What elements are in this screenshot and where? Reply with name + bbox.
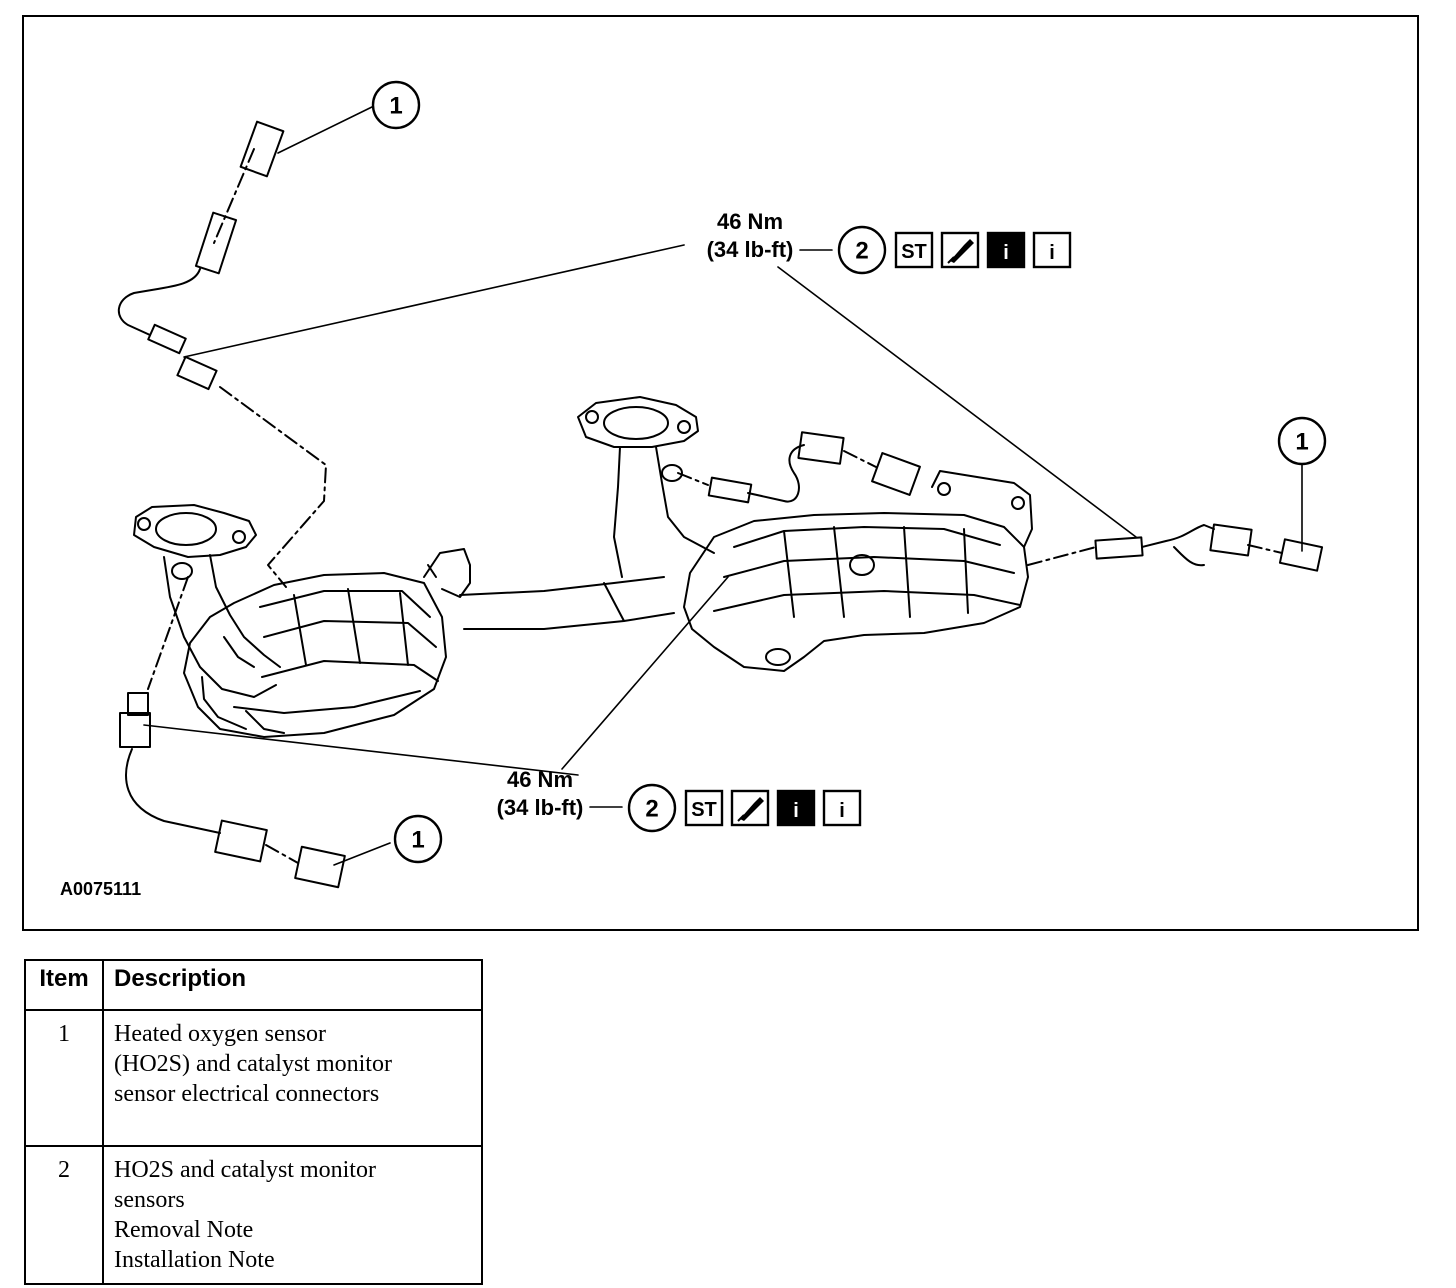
legend-item-description: Heated oxygen sensor (HO2S) and catalyst… xyxy=(102,1009,483,1147)
upper-left-sensor xyxy=(118,120,285,391)
description-line: sensor electrical connectors xyxy=(114,1081,380,1107)
legend-item-description: HO2S and catalyst monitor sensors Remova… xyxy=(102,1145,483,1285)
legend-item-number: 1 xyxy=(24,1009,104,1147)
removal-note-link[interactable]: Removal Note xyxy=(114,1217,254,1243)
svg-text:i: i xyxy=(839,800,845,822)
removal-info-icon xyxy=(776,789,816,827)
lower-left-sensor xyxy=(119,692,346,889)
symbol-row-bottom: ST i i xyxy=(684,789,862,827)
diagram-frame: 1 1 1 2 2 46 Nm (34 lb-ft) 46 Nm (34 lb-… xyxy=(22,15,1419,931)
leader-lines xyxy=(143,104,1303,866)
left-catalytic-converter xyxy=(133,504,471,738)
callout-2-bottom: 2 xyxy=(645,796,658,823)
installation-note-link[interactable]: Installation Note xyxy=(114,1247,275,1273)
legend-header-item: Item xyxy=(24,959,104,1011)
torque-top-metric: 46 Nm xyxy=(717,209,783,234)
alignment-lines xyxy=(147,148,1283,864)
installation-info-icon xyxy=(822,789,862,827)
description-line: HO2S and catalyst monitor xyxy=(114,1157,376,1183)
svg-text:i: i xyxy=(1003,242,1009,264)
callout-1-right: 1 xyxy=(1295,429,1308,456)
figure-id: A0075111 xyxy=(60,879,141,899)
torque-top-imperial: (34 lb-ft) xyxy=(707,237,794,262)
torque-bottom-imperial: (34 lb-ft) xyxy=(497,795,584,820)
svg-text:i: i xyxy=(1049,242,1055,264)
symbol-row-top: ST i i xyxy=(894,231,1072,269)
legend-header-row: Item Description xyxy=(24,959,483,1011)
installation-info-icon xyxy=(1032,231,1072,269)
callout-1-top: 1 xyxy=(389,93,402,120)
crossover-pipe xyxy=(459,576,675,630)
legend-header-description: Description xyxy=(102,959,483,1011)
special-tool-icon: ST xyxy=(901,241,927,263)
description-line: Heated oxygen sensor xyxy=(114,1021,326,1047)
description-line: sensors xyxy=(114,1187,185,1213)
callout-1-bottom: 1 xyxy=(411,827,424,854)
exhaust-diagram: 1 1 1 2 2 46 Nm (34 lb-ft) 46 Nm (34 lb-… xyxy=(60,80,1327,899)
special-tool-icon: ST xyxy=(691,799,717,821)
svg-text:i: i xyxy=(793,800,799,822)
legend-row: 2 HO2S and catalyst monitor sensors Remo… xyxy=(24,1145,483,1285)
legend-table: Item Description 1 Heated oxygen sensor … xyxy=(24,959,483,1285)
callout-2-top: 2 xyxy=(855,238,868,265)
description-line: (HO2S) and catalyst monitor xyxy=(114,1051,392,1077)
right-catalytic-converter xyxy=(577,396,1033,672)
right-sensor xyxy=(1094,523,1324,572)
torque-bottom-metric: 46 Nm xyxy=(507,767,573,792)
legend-item-number: 2 xyxy=(24,1145,104,1285)
legend-row: 1 Heated oxygen sensor (HO2S) and cataly… xyxy=(24,1009,483,1147)
removal-info-icon xyxy=(986,231,1026,269)
center-sensor xyxy=(707,431,921,504)
